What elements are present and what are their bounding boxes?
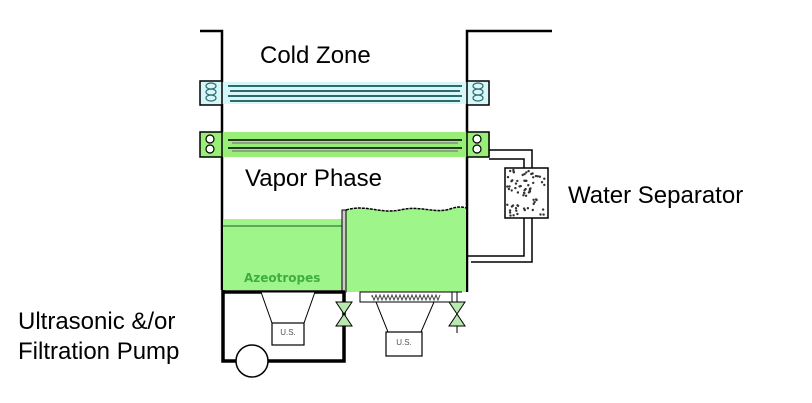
separator-media-dot (522, 191, 526, 194)
separator-media-dot (516, 179, 519, 183)
separator-media-dot (509, 169, 512, 173)
left-valve-icon (335, 301, 353, 327)
separator-media-dot (509, 214, 512, 217)
separator-media-dot (539, 213, 542, 216)
us-left-label: U.S. (280, 328, 296, 337)
separator-media-dot (542, 213, 545, 216)
separator-media-dot (521, 173, 524, 177)
separator-media-dot (506, 185, 509, 188)
separator-media-dot (506, 203, 509, 206)
separator-media-dot (536, 175, 539, 178)
separator-media-dot (526, 207, 530, 210)
separator-media-dot (506, 175, 510, 179)
separator-media-dot (533, 200, 536, 204)
weir-divider (341, 209, 347, 293)
separator-media-dot (516, 204, 519, 207)
water-separator-label: Water Separator (568, 182, 744, 209)
separator-media-dot (507, 187, 511, 191)
separator-media-dot (508, 211, 512, 214)
right-ultrasonic-transducer (359, 291, 453, 357)
separator-media-dot (511, 179, 514, 182)
vapor-coil (199, 131, 490, 158)
separator-media-dot (540, 181, 544, 184)
pump-icon (235, 344, 269, 378)
separator-media-dot (516, 212, 519, 216)
separator-media-dot (532, 202, 535, 206)
separator-piping (467, 149, 533, 263)
separator-media-dot (515, 209, 518, 212)
separator-media-dot (523, 208, 526, 212)
separator-media-dot (534, 174, 538, 178)
separator-media-dot (532, 181, 535, 185)
separator-media-dot (524, 179, 527, 183)
us-right-label: U.S. (396, 338, 412, 347)
right-sump (345, 206, 467, 292)
separator-media-dot (514, 186, 517, 190)
separator-media-dot (541, 208, 545, 211)
separator-media-dot (512, 214, 515, 217)
azeotropes-label: Azeotropes (244, 271, 321, 285)
separator-media-dot (524, 187, 527, 191)
separator-media-dot (529, 187, 532, 190)
separator-media-dot (514, 207, 518, 210)
separator-media-dot (531, 208, 534, 212)
tank-right-wall (465, 29, 552, 292)
separator-media-dot (508, 185, 511, 188)
separator-media-dot (516, 191, 520, 194)
separator-media-dot (524, 194, 528, 197)
cold-zone-coil (199, 80, 490, 106)
right-valve-icon (448, 301, 466, 333)
separator-media-dot (534, 198, 538, 201)
separator-media-dot (525, 171, 528, 174)
separator-media-dot (508, 209, 512, 212)
water-separator-box (504, 167, 549, 219)
separator-media-dot (527, 169, 530, 173)
separator-media-dot (514, 182, 518, 185)
pump-label-line1: Ultrasonic &/or (18, 308, 176, 335)
pump-label-line2: Filtration Pump (18, 338, 180, 365)
separator-media-dot (538, 175, 542, 178)
left-ultrasonic-transducer (260, 291, 316, 346)
separator-media-dot (532, 198, 535, 201)
separator-media-dot (527, 184, 530, 187)
separator-media-dot (512, 168, 515, 172)
tank-left-wall (200, 29, 224, 290)
separator-media-dot (528, 190, 532, 193)
separator-media-dot (530, 172, 533, 176)
separator-media-dot (510, 205, 514, 208)
separator-media-dot (543, 183, 546, 187)
separator-media-dot (532, 176, 535, 179)
separator-media-dot (510, 189, 513, 192)
separator-media-dot (522, 194, 525, 197)
separator-media-dot (518, 185, 521, 188)
vapor-phase-label: Vapor Phase (245, 165, 382, 192)
left-sump (223, 219, 343, 290)
cold-zone-label: Cold Zone (260, 42, 371, 69)
separator-media-dot (523, 172, 526, 176)
separator-media-dot (543, 177, 546, 180)
